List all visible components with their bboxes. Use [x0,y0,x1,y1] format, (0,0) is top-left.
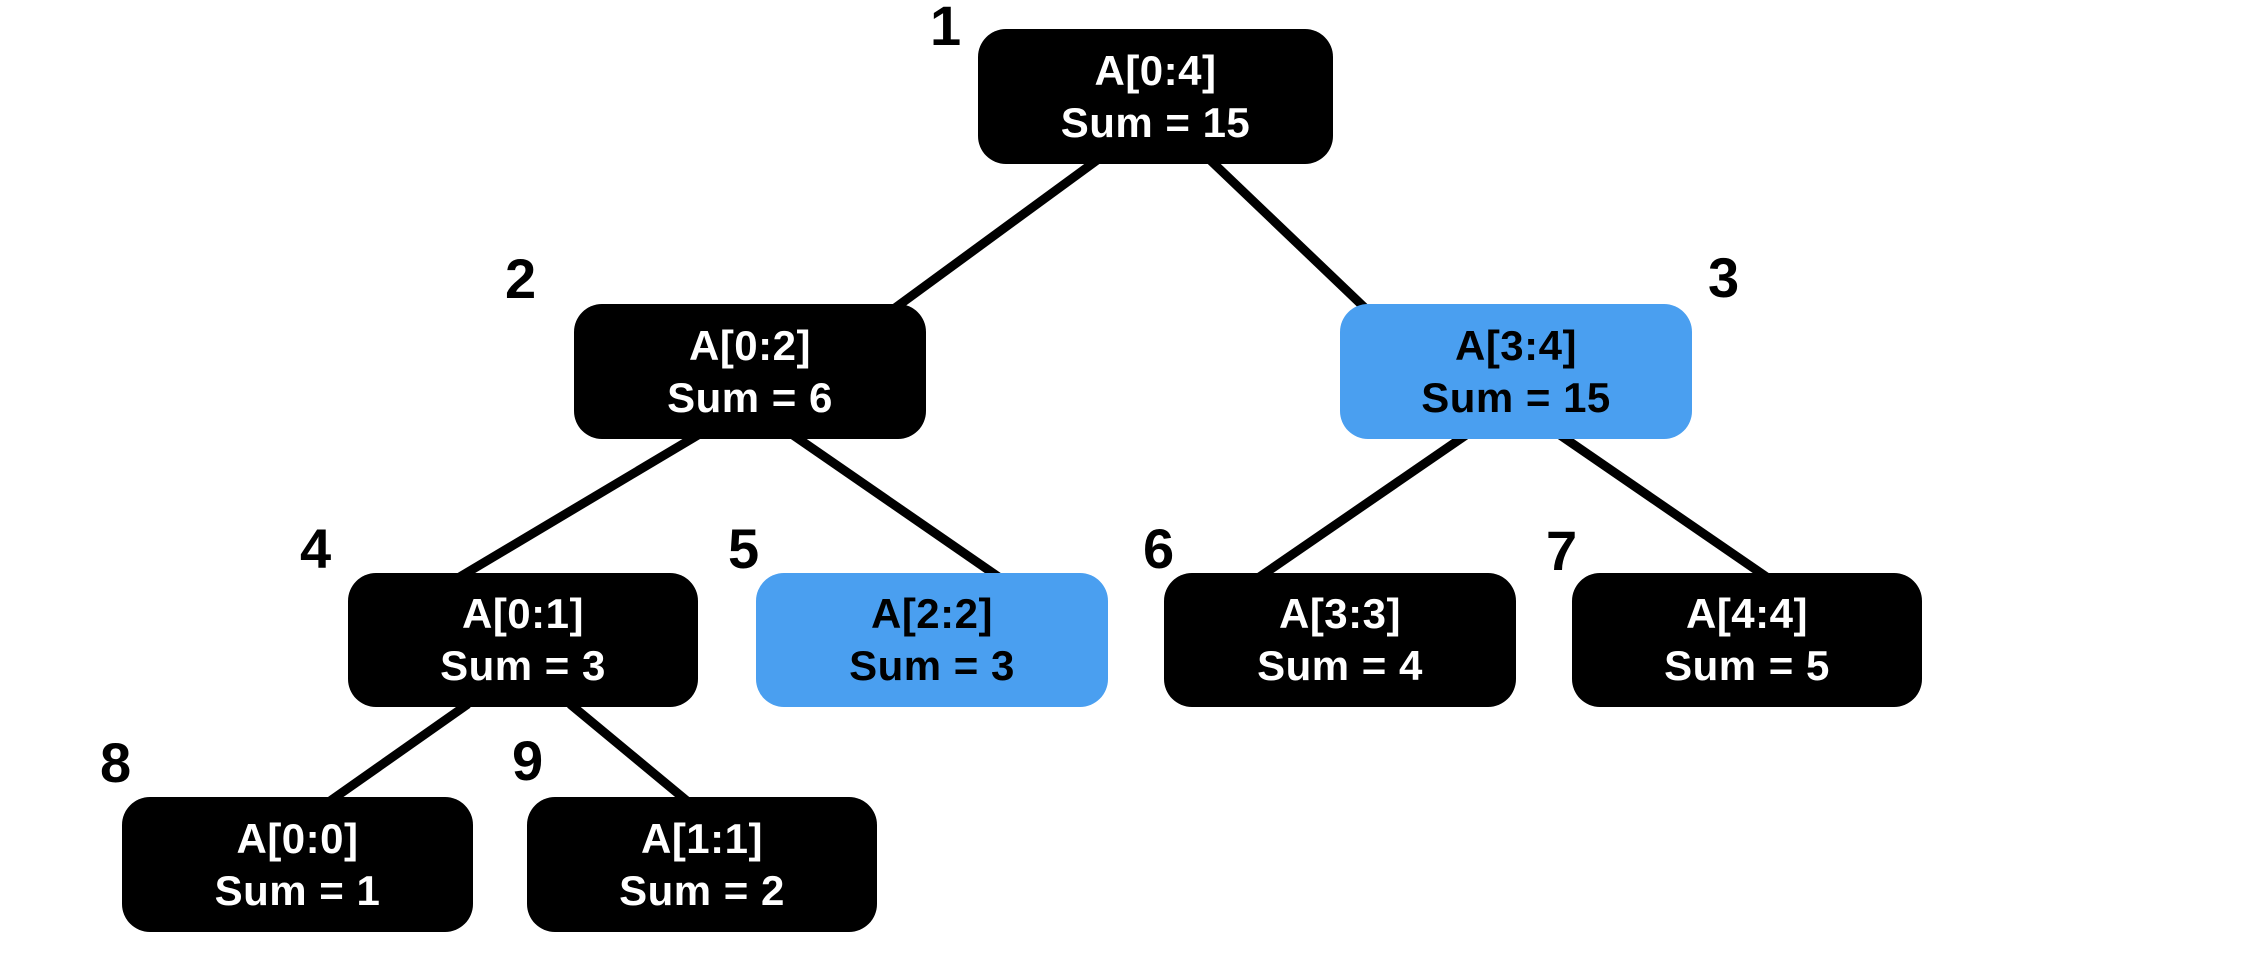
node-range-text: A[2:2] [870,590,993,637]
tree-edge-3-7 [1557,431,1771,582]
tree-edge-2-4 [455,431,701,582]
node-sum-text: Sum = 2 [619,866,785,914]
node-number-label-2: 2 [505,247,537,310]
node-range-text: A[4:4] [1685,590,1808,637]
tree-node-1: A[0:4]Sum = 15 [978,29,1333,164]
node-number-label-1: 1 [930,0,962,57]
tree-node-6: A[3:3] Sum = 4 [1164,573,1516,707]
node-sum-text: Sum = 3 [440,642,606,689]
tree-edge-2-5 [790,431,1003,582]
node-range-text: A[0:4] [1094,46,1217,94]
node-sum-text: Sum = 15 [1060,98,1251,146]
node-number-label-8: 8 [100,731,132,794]
tree-node-3: A[3:4]Sum = 15 [1340,304,1692,439]
node-range-text: A[0:1] [461,590,584,637]
tree-node-9: A[1:1]Sum = 2 [527,797,877,932]
node-sum-text: Sum = 6 [667,373,833,421]
tree-node-5: A[2:2] Sum = 3 [756,573,1108,707]
node-range-text: A[0:2] [688,321,811,369]
node-range-text: A[3:3] [1278,590,1401,637]
tree-node-4: A[0:1] Sum = 3 [348,573,698,707]
tree-edge-4-8 [327,700,471,805]
tree-edge-1-2 [892,154,1103,312]
tree-node-7: A[4:4] Sum = 5 [1572,573,1922,707]
node-number-label-3: 3 [1708,246,1740,309]
node-sum-text: Sum = 4 [1257,642,1423,689]
node-number-label-5: 5 [728,517,760,580]
tree-node-2: A[0:2]Sum = 6 [574,304,926,439]
node-number-label-6: 6 [1143,517,1175,580]
node-sum-text: Sum = 5 [1664,642,1830,689]
node-number-label-9: 9 [512,729,544,792]
node-sum-text: Sum = 15 [1421,373,1611,421]
node-range-text: A[0:0] [236,814,359,862]
tree-edge-1-3 [1204,154,1369,312]
tree-node-8: A[0:0]Sum = 1 [122,797,473,932]
node-sum-text: Sum = 3 [849,642,1015,689]
tree-edge-3-6 [1255,431,1469,582]
tree-edge-4-9 [567,700,690,805]
node-sum-text: Sum = 1 [214,866,381,914]
node-number-label-4: 4 [300,517,332,580]
node-range-text: A[3:4] [1454,321,1577,369]
node-range-text: A[1:1] [640,814,763,862]
node-number-label-7: 7 [1546,519,1578,582]
